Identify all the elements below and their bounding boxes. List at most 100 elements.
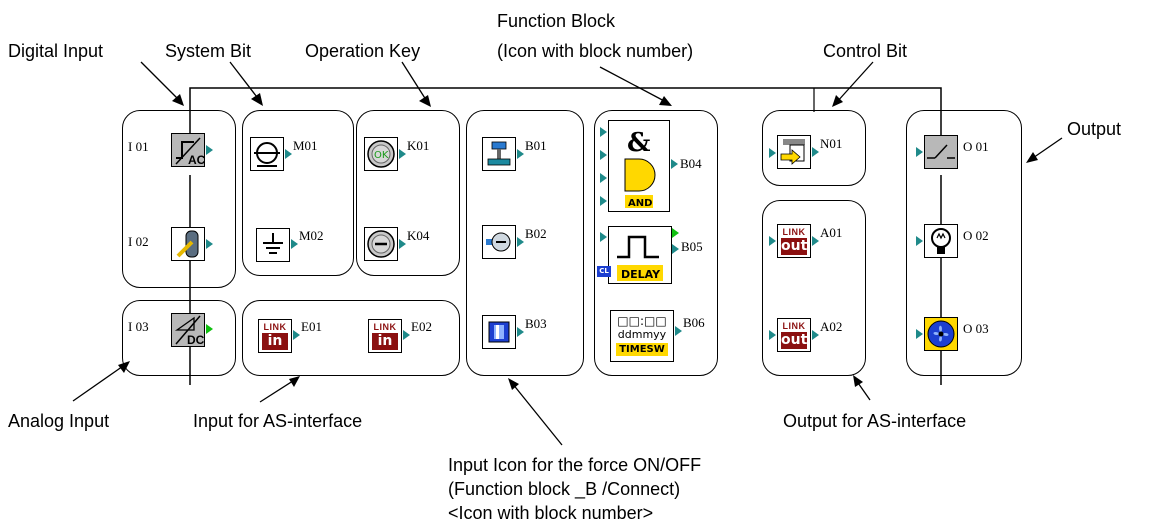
input-pin bbox=[600, 150, 607, 160]
system-bit-icon[interactable] bbox=[250, 137, 284, 171]
output-pin bbox=[812, 236, 819, 246]
link-text: LINK bbox=[782, 321, 806, 331]
minus-key-icon[interactable] bbox=[364, 227, 398, 261]
arrowhead-output-as bbox=[853, 375, 863, 387]
svg-text:AC: AC bbox=[188, 153, 204, 166]
group-operation-key bbox=[356, 110, 460, 276]
arrowhead-function-block bbox=[659, 96, 672, 106]
link-text: LINK bbox=[782, 227, 806, 237]
link-out-icon-a02[interactable]: LINK out bbox=[777, 318, 811, 352]
label-b02: B02 bbox=[525, 226, 547, 241]
relay-contact-icon[interactable] bbox=[924, 135, 958, 169]
output-pin bbox=[517, 327, 524, 337]
dc-analog-input-icon[interactable]: DC bbox=[171, 313, 205, 347]
group-as-output bbox=[762, 200, 866, 376]
output-pin bbox=[399, 239, 406, 249]
callout-function-block-line2: (Icon with block number) bbox=[497, 41, 694, 61]
output-pin bbox=[812, 330, 819, 340]
output-pin bbox=[399, 149, 406, 159]
callout-analog-input: Analog Input bbox=[8, 411, 110, 431]
input-pin bbox=[916, 329, 923, 339]
group-control-bit bbox=[762, 110, 866, 186]
pointer-operation-key bbox=[401, 61, 429, 104]
switch-input-glyph bbox=[176, 230, 199, 258]
label-b01: B01 bbox=[525, 138, 547, 153]
lamp-glyph bbox=[931, 228, 951, 254]
label-k01: K01 bbox=[407, 138, 430, 153]
input-pin bbox=[600, 232, 607, 242]
selector-icon[interactable] bbox=[482, 225, 516, 259]
link-in-icon-e02[interactable]: LINK in bbox=[368, 319, 402, 353]
lamp-icon[interactable] bbox=[924, 224, 958, 258]
group-function-block bbox=[594, 110, 718, 376]
switch-input-icon[interactable] bbox=[171, 227, 205, 261]
callout-force-line2: (Function block _B /Connect) bbox=[448, 479, 681, 499]
svg-text:AND: AND bbox=[628, 198, 652, 209]
callout-output: Output bbox=[1067, 119, 1122, 139]
label-b04: B04 bbox=[680, 156, 702, 171]
panel-glyph bbox=[488, 321, 510, 343]
label-o03: O 03 bbox=[963, 321, 989, 336]
and-block-icon[interactable]: & AND bbox=[608, 120, 670, 212]
ac-input-glyph: AC bbox=[175, 137, 204, 166]
output-pin bbox=[206, 145, 213, 155]
group-system-bit bbox=[242, 110, 354, 276]
output-pin bbox=[671, 159, 678, 169]
in-text: in bbox=[372, 333, 398, 350]
relay-contact-glyph bbox=[927, 144, 955, 159]
pointer-system-bit bbox=[229, 61, 261, 102]
link-text: LINK bbox=[373, 322, 397, 332]
fan-icon[interactable] bbox=[924, 317, 958, 351]
output-pin bbox=[293, 330, 300, 340]
output-pin bbox=[517, 149, 524, 159]
push-button-glyph bbox=[487, 141, 511, 166]
callout-digital-input: Digital Input bbox=[8, 41, 104, 61]
timesw-block-icon[interactable]: □□:□□ ddmmyy TIMESW bbox=[610, 310, 674, 362]
top-bus-wire bbox=[189, 87, 942, 140]
label-n01: N01 bbox=[820, 136, 843, 151]
link-out-icon-a01[interactable]: LINK out bbox=[777, 224, 811, 258]
group-force-input bbox=[466, 110, 584, 376]
arrowhead-control-bit bbox=[832, 95, 843, 107]
pointer-function-block bbox=[599, 66, 669, 104]
out-text: out bbox=[781, 238, 808, 255]
output-pin bbox=[675, 326, 682, 336]
output-pin bbox=[403, 330, 410, 340]
label-a01: A01 bbox=[820, 225, 843, 240]
pointer-analog-input bbox=[72, 363, 127, 402]
pointer-input-as bbox=[259, 378, 297, 403]
callout-control-bit: Control Bit bbox=[823, 41, 908, 61]
label-e02: E02 bbox=[411, 319, 432, 334]
group-digital-input bbox=[122, 110, 236, 288]
ok-key-icon[interactable]: OK bbox=[364, 137, 398, 171]
ground-bit-icon[interactable] bbox=[256, 228, 290, 262]
push-button-icon[interactable] bbox=[482, 137, 516, 171]
and-block-glyph: & AND bbox=[624, 128, 656, 209]
output-pin bbox=[517, 237, 524, 247]
label-k04: K04 bbox=[407, 228, 430, 243]
label-b05: B05 bbox=[681, 239, 703, 254]
label-o01: O 01 bbox=[963, 139, 989, 154]
input-pin bbox=[769, 330, 776, 340]
arrowhead-force bbox=[508, 378, 519, 390]
output-pin bbox=[812, 147, 819, 157]
panel-icon[interactable] bbox=[482, 315, 516, 349]
control-bit-icon[interactable] bbox=[777, 135, 811, 169]
input-pin bbox=[916, 236, 923, 246]
ok-key-glyph: OK bbox=[367, 140, 395, 168]
ac-input-icon[interactable]: AC bbox=[171, 133, 205, 167]
label-i03: I 03 bbox=[128, 319, 149, 334]
label-o02: O 02 bbox=[963, 228, 989, 243]
label-i02: I 02 bbox=[128, 234, 149, 249]
dc-input-glyph: DC bbox=[174, 315, 204, 346]
label-a02: A02 bbox=[820, 319, 843, 334]
link-in-icon-e01[interactable]: LINK in bbox=[258, 319, 292, 353]
ground-bit-glyph bbox=[263, 233, 283, 254]
delay-block-icon[interactable]: DELAY bbox=[608, 226, 672, 284]
input-pin bbox=[769, 236, 776, 246]
label-b03: B03 bbox=[525, 316, 547, 331]
input-pin bbox=[600, 196, 607, 206]
pointer-digital-input bbox=[140, 61, 182, 103]
link-text: LINK bbox=[263, 322, 287, 332]
input-pin bbox=[600, 173, 607, 183]
